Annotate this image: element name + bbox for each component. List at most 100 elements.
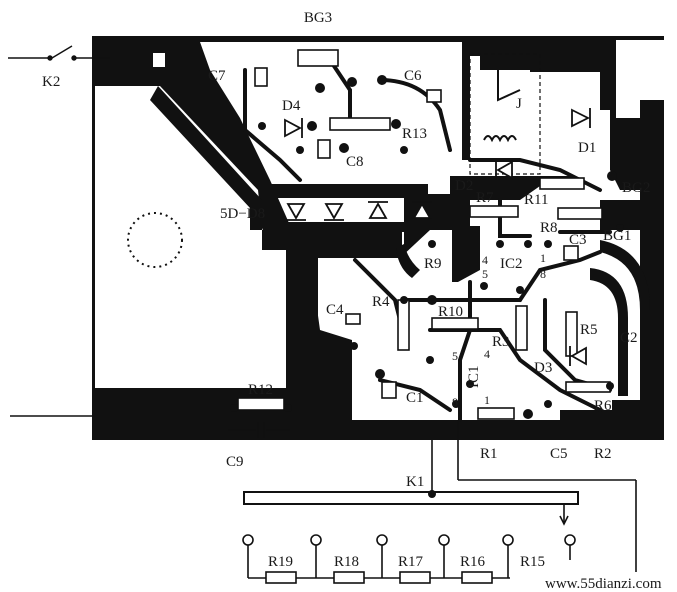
reference-labels: BG3 K2 C7 C6 D4 R13 C8 J D1 D2 BG2 R7 R1…	[42, 10, 650, 570]
d6-diode-icon	[324, 203, 344, 221]
label-r7: R7	[476, 190, 494, 206]
label-r15: R15	[520, 554, 545, 570]
label-d1: D1	[578, 140, 596, 156]
r5-body	[565, 311, 578, 357]
label-r16: R16	[460, 554, 486, 570]
label-c2: C2	[620, 330, 638, 346]
ic1-pin-4: 4	[484, 347, 490, 361]
solder-pads	[230, 75, 624, 419]
label-c5: C5	[550, 446, 568, 462]
ic2-pin-5: 5	[482, 267, 488, 281]
d4-diode-icon	[284, 118, 303, 138]
bottom-right-pour	[560, 410, 664, 440]
k2-pad-slot	[153, 53, 165, 67]
lower-mid-pour	[292, 380, 322, 440]
label-d4: D4	[282, 98, 301, 114]
lower-left-pour	[92, 390, 212, 440]
r13-body	[329, 117, 391, 131]
ic1-pin-1: 1	[484, 393, 490, 407]
watermark: www.55dianzi.com	[545, 576, 662, 592]
r3-body	[515, 305, 528, 351]
k1-selector	[243, 420, 637, 572]
gnd-bus-bar	[262, 230, 402, 250]
label-r2: R2	[594, 446, 612, 462]
ic-pin-numbers: 4 5 1 8 5 4 8 1	[452, 251, 546, 409]
label-k2: K2	[42, 74, 60, 90]
board-clear-area-right	[616, 40, 664, 120]
r1-body	[477, 407, 515, 420]
label-r17: R17	[398, 554, 424, 570]
c4-body	[345, 313, 361, 325]
label-r12: R12	[248, 382, 273, 398]
label-r9: R9	[424, 256, 442, 272]
r16-body	[461, 571, 493, 584]
label-bg2: BG2	[622, 180, 650, 196]
label-r4: R4	[372, 294, 390, 310]
label-r5: R5	[580, 322, 598, 338]
label-bg1: BG1	[603, 228, 631, 244]
r9-trace	[396, 244, 420, 278]
r10-body	[431, 317, 479, 330]
label-d2: D2	[455, 178, 473, 194]
label-c8: C8	[346, 154, 364, 170]
r11-body	[539, 177, 585, 190]
label-r6: R6	[594, 398, 612, 414]
label-r1: R1	[480, 446, 498, 462]
label-d3: D3	[534, 360, 552, 376]
ic2-pin-8: 8	[540, 267, 546, 281]
diagonal-trace	[150, 86, 262, 230]
r6-body	[565, 381, 611, 393]
ic2-pin-4: 4	[482, 253, 488, 267]
k1-pivot	[428, 490, 436, 498]
label-bg3: BG3	[304, 10, 332, 26]
label-c6: C6	[404, 68, 422, 84]
label-j: J	[516, 96, 522, 112]
component-bodies	[237, 49, 611, 420]
bg3-body	[297, 49, 339, 67]
label-r3: R3	[492, 334, 510, 350]
d3-diode-icon	[569, 346, 587, 366]
label-c9: C9	[226, 454, 244, 470]
r4-body	[397, 299, 410, 351]
label-r13: R13	[402, 126, 427, 142]
ic2-pin-1: 1	[540, 251, 546, 265]
vertical-bus	[286, 250, 318, 390]
ic1-pin-8: 8	[452, 395, 458, 409]
mounting-hole-outline	[127, 212, 183, 268]
diode-pad-row	[268, 222, 408, 232]
label-c1: C1	[406, 390, 424, 406]
board-clear-area-left	[95, 86, 300, 388]
c8-body	[317, 139, 331, 159]
ic1-pin-5: 5	[452, 349, 458, 363]
label-c3: C3	[569, 232, 587, 248]
label-r19: R19	[268, 554, 293, 570]
d2-diode-icon	[495, 160, 513, 180]
r12-body	[237, 397, 285, 411]
label-5d-d8: 5D−D8	[220, 206, 265, 222]
relay-trace	[462, 44, 470, 160]
label-r11: R11	[524, 192, 548, 208]
c3-body	[563, 245, 579, 261]
relay-coil-icon	[483, 135, 517, 143]
label-r10: R10	[438, 304, 463, 320]
c6-body	[426, 89, 442, 103]
r19-body	[265, 571, 297, 584]
ic2-pour	[452, 226, 480, 282]
label-k1: K1	[406, 474, 424, 490]
label-c7: C7	[208, 68, 226, 84]
relay-contact-icon	[497, 70, 521, 102]
top-right-traces	[480, 44, 612, 110]
d5-diode-icon	[286, 203, 306, 221]
d8-diode-icon	[412, 201, 432, 219]
label-r18: R18	[334, 554, 359, 570]
c9-capacitor	[228, 422, 290, 438]
c1-body	[381, 381, 397, 399]
label-r8: R8	[540, 220, 558, 236]
diodes	[284, 108, 591, 366]
resistor-ladder	[242, 534, 576, 584]
right-trace-loop-2	[590, 268, 628, 396]
c7-body	[254, 67, 268, 87]
d1-diode-icon	[571, 108, 591, 128]
r7-body	[469, 205, 519, 218]
